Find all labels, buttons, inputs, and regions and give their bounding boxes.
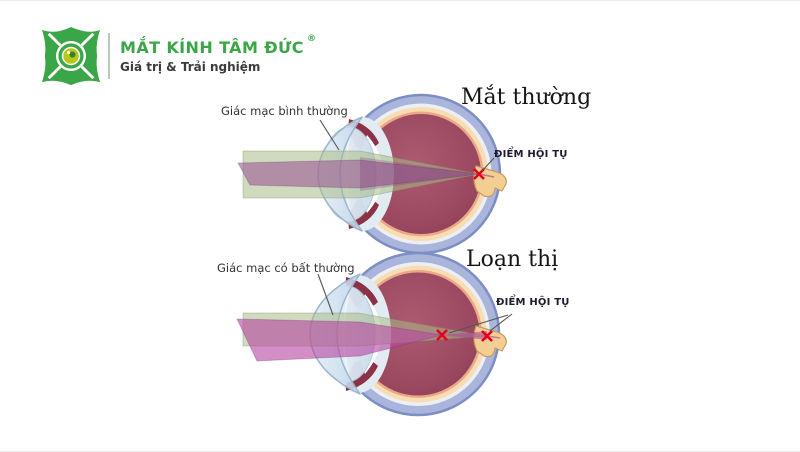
purple-light-beam	[236, 318, 443, 362]
cornea-label-normal: Giác mạc bình thường	[221, 104, 348, 118]
focal-leader-line	[481, 157, 495, 172]
astigmatism-eye-illustration	[236, 251, 513, 417]
secondary-focus-beam	[442, 331, 487, 340]
normal-eye-illustration	[237, 93, 507, 255]
focal-point-label-astigmatism: ĐIỂM HỘI TỤ	[496, 297, 570, 308]
cornea-leader-line	[319, 119, 340, 151]
purple-light-beam	[237, 159, 480, 189]
focal-leader-line-1	[448, 314, 509, 334]
eye-logo-icon	[41, 26, 101, 86]
focal-leader-line-2	[489, 313, 513, 332]
logo-divider	[108, 33, 110, 79]
optic-nerve	[473, 165, 507, 198]
cornea-label-astigmatism: Giác mạc có bất thường	[217, 261, 355, 275]
diagram-title-astigmatism: Loạn thị	[466, 247, 559, 272]
brand-tagline: Giá trị & Trải nghiệm	[120, 59, 261, 74]
focal-x-mark-2	[481, 330, 493, 342]
light-beams	[236, 312, 501, 362]
cornea-leader-line	[317, 273, 334, 316]
registered-mark-icon: ®	[306, 33, 316, 44]
brand-name: MẮT KÍNH TÂM ĐỨC	[120, 37, 304, 57]
brand-logo: MẮT KÍNH TÂM ĐỨC ® Giá trị & Trải nghiệm	[40, 25, 316, 87]
diagram-title-normal: Mắt thường	[461, 85, 592, 110]
light-beams	[237, 150, 495, 199]
logo-text-block: MẮT KÍNH TÂM ĐỨC ® Giá trị & Trải nghiệm	[120, 34, 316, 75]
focal-point-label-normal: ĐIỂM HỘI TỤ	[494, 149, 568, 160]
focal-x-mark-1	[436, 329, 448, 341]
